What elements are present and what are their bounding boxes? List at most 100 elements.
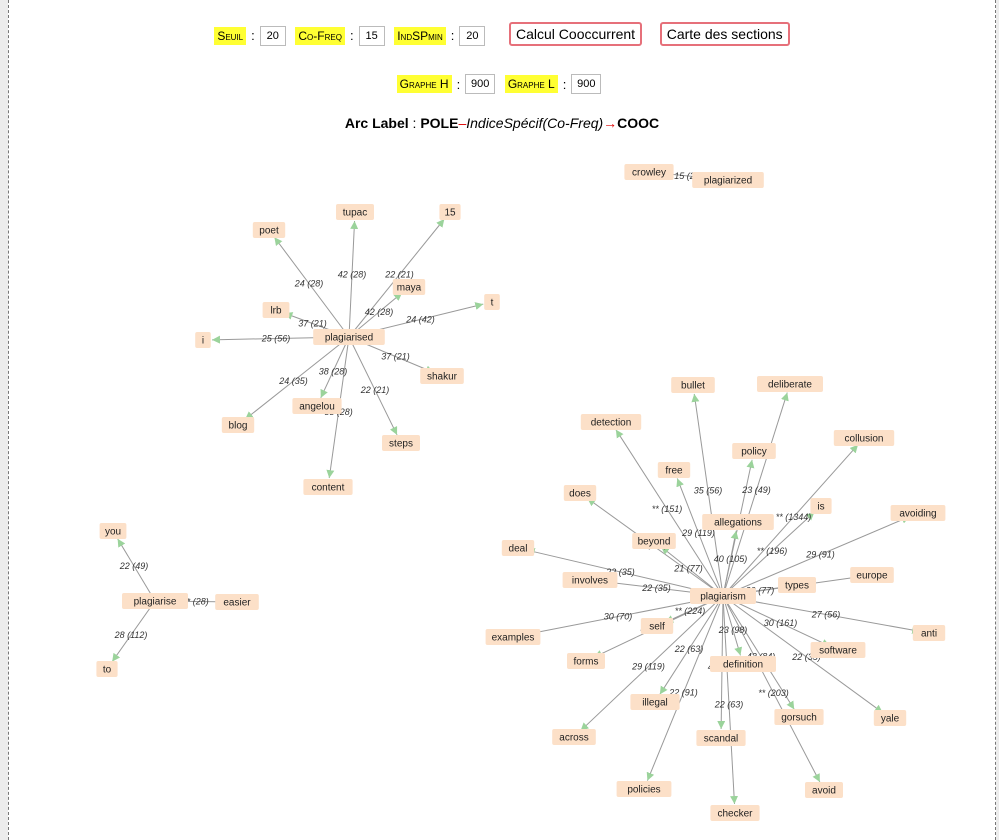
edge-plagiarism-gorsuch [722,595,795,710]
node-angelou[interactable]: angelou [292,398,342,414]
node-plagiarise[interactable]: plagiarise [122,593,188,609]
node-label: plagiarised [325,333,373,344]
node-involves[interactable]: involves [562,572,618,588]
node-label: you [105,527,121,538]
node-label: 15 [444,208,456,219]
edge-plagiarism-yale [722,595,884,714]
edge-plagiarised-15 [348,218,445,338]
edge-label: 23 (98) [718,625,748,635]
node-i[interactable]: i [195,332,211,348]
node-box [710,805,760,821]
node-plagiarism[interactable]: plagiarism [690,588,756,604]
node-free[interactable]: free [657,462,691,478]
node-avoiding[interactable]: avoiding [890,505,946,521]
node-examples[interactable]: examples [485,629,541,645]
arc-label-dash: – [458,115,467,131]
node-box [624,164,674,180]
node-easier[interactable]: easier [215,594,259,610]
edge-label: 22 (21) [384,270,414,280]
node-label: i [202,336,204,347]
edge-plagiarism-deal [526,547,724,597]
edge-label: 22 (63) [714,700,744,710]
node-across[interactable]: across [552,729,596,745]
node-steps[interactable]: steps [382,435,420,451]
node-label: steps [389,439,413,450]
node-label: shakur [427,372,458,383]
graphe-h-label: Graphe H [396,75,452,93]
edge-label: 37 (21) [381,352,410,362]
node-box [501,540,535,556]
node-poet[interactable]: poet [252,222,286,238]
cofreq-input[interactable]: 15 [358,25,385,46]
colon: : [562,76,567,92]
node-t[interactable]: t [484,294,500,310]
edge-plagiarised-tupac [348,220,359,338]
cofreq-label: Co-Freq [295,26,345,45]
graphe-l-input[interactable]: 900 [571,74,602,94]
calcul-cooccurrent-button[interactable]: Calcul Cooccurrent [509,22,643,46]
node-label: poet [259,226,279,237]
node-scandal[interactable]: scandal [696,730,746,746]
node-gorsuch[interactable]: gorsuch [774,709,824,725]
node-allegations[interactable]: allegations [702,514,774,530]
node-box [195,332,211,348]
node-beyond[interactable]: beyond [632,533,676,549]
seuil-input[interactable]: 20 [259,25,286,46]
node-you[interactable]: you [99,523,127,539]
node-yale[interactable]: yale [873,710,907,726]
edge-label: 37 (21) [298,319,327,329]
node-15[interactable]: 15 [439,204,461,220]
node-illegal[interactable]: illegal [630,694,680,710]
graphe-h-input[interactable]: 900 [465,74,496,94]
node-maya[interactable]: maya [392,279,426,295]
controls-row-2: Graphe H : 900 Graphe L : 900 [9,74,995,94]
node-types[interactable]: types [778,577,816,593]
node-detection[interactable]: detection [580,414,642,430]
node-label: illegal [642,698,668,709]
node-box [833,430,895,446]
node-software[interactable]: software [810,642,866,658]
edge-label: 35 (56) [694,486,723,496]
node-anti[interactable]: anti [912,625,946,641]
node-avoid[interactable]: avoid [805,782,843,798]
node-to[interactable]: to [96,661,118,677]
node-label: bullet [681,381,705,392]
node-self[interactable]: self [640,618,674,634]
main-panel: Seuil : 20 Co-Freq : 15 IndSPmin : 20 Ca… [8,0,996,840]
node-plagiarized[interactable]: plagiarized [692,172,764,188]
node-forms[interactable]: forms [567,653,605,669]
node-is[interactable]: is [810,498,832,514]
indspmin-input[interactable]: 20 [459,25,486,46]
node-policy[interactable]: policy [732,443,776,459]
node-label: detection [591,418,632,429]
node-plagiarised[interactable]: plagiarised [313,329,385,345]
node-box [890,505,946,521]
node-blog[interactable]: blog [221,417,255,433]
cooccurrence-graph[interactable]: 15 (28)24 (28)42 (28)22 (21)42 (28)24 (4… [9,0,997,840]
node-checker[interactable]: checker [710,805,760,821]
node-label: lrb [270,306,282,317]
node-box [562,572,618,588]
edge-plagiarised-blog [244,336,350,420]
node-crowley[interactable]: crowley [624,164,674,180]
node-label: content [312,483,345,494]
edge-label: 22 (21) [360,385,390,395]
edge-label: ** (1344) [776,512,812,522]
node-bullet[interactable]: bullet [671,377,715,393]
node-europe[interactable]: europe [850,567,894,583]
carte-des-sections-button[interactable]: Carte des sections [659,22,790,46]
node-deliberate[interactable]: deliberate [757,376,823,392]
node-policies[interactable]: policies [616,781,672,797]
node-label: is [817,502,824,513]
node-tupac[interactable]: tupac [336,204,374,220]
node-collusion[interactable]: collusion [833,430,895,446]
node-does[interactable]: does [563,485,597,501]
node-lrb[interactable]: lrb [262,302,290,318]
colon: : [450,28,455,44]
node-shakur[interactable]: shakur [420,368,464,384]
node-definition[interactable]: definition [710,656,776,672]
node-content[interactable]: content [303,479,353,495]
node-deal[interactable]: deal [501,540,535,556]
arc-label-legend: Arc Label : POLE–IndiceSpécif(Co-Freq)→C… [9,115,995,131]
edge-label: ** (224) [675,606,706,616]
